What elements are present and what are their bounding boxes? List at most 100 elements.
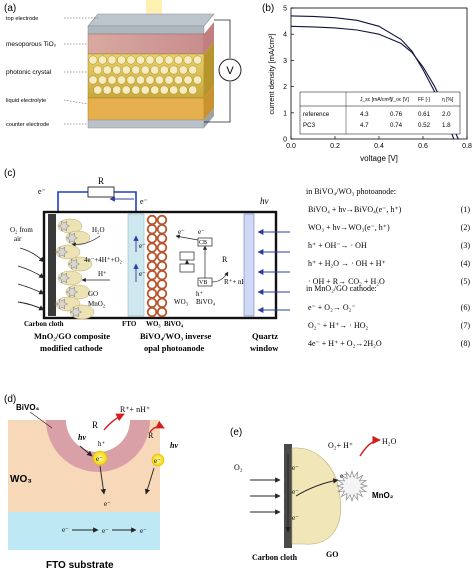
electron-label-anode-wire: e⁻ xyxy=(140,197,148,206)
cathode-caption-line1: MnO₂/GO composite xyxy=(34,331,110,341)
band-electron-label-2: e⁻ xyxy=(198,228,205,236)
opal-ring xyxy=(146,270,158,281)
layer-label-tio2: mesoporous TiO₂ xyxy=(6,41,57,48)
band-diagram xyxy=(175,234,229,287)
pc-sphere xyxy=(93,65,103,75)
resistor-label: R xyxy=(98,176,104,186)
electron-label-d5: e⁻ xyxy=(102,527,109,535)
electron-label-d4: e⁻ xyxy=(62,526,69,534)
carbon-cloth-label: Carbon cloth xyxy=(24,320,64,328)
y-tick-label: 1 xyxy=(283,110,287,117)
reaction-equations: in BiVO₄/WO₃ photoanode: BiVO₄ + hν→BiVO… xyxy=(306,187,470,348)
opal-ring xyxy=(146,279,158,290)
x-tick-label: 0.4 xyxy=(374,143,384,150)
electron-label-cathode-wire: e⁻ xyxy=(38,187,46,196)
table-header: FF [-] xyxy=(418,97,431,103)
table-cell: 1.8 xyxy=(442,122,451,129)
pc-sphere xyxy=(145,55,155,65)
table-cell: 4.7 xyxy=(360,122,369,129)
opal-ring xyxy=(156,233,168,244)
x-tick-label: 0.2 xyxy=(330,143,340,150)
equation-number-7: (7) xyxy=(461,321,471,330)
meter-wire-bottom xyxy=(204,82,231,123)
equation-number-2: (2) xyxy=(461,223,471,232)
electron-label-d3: e⁻ xyxy=(104,500,111,508)
equation-2: WO₃ + hν→WO₃(e⁻, h⁺) xyxy=(308,223,390,232)
opal-ring xyxy=(156,214,168,226)
panel-a: (a) top electrode mesoporous TiO₂ photon… xyxy=(4,0,242,129)
table-cell: PC3 xyxy=(303,122,316,129)
pc-sphere xyxy=(102,65,112,75)
pc-sphere xyxy=(102,85,112,95)
layer-label-electrolyte: liquid electrolyte xyxy=(6,98,46,104)
band-wo3-label: WO₃ xyxy=(174,298,189,306)
quartz-window xyxy=(243,213,255,317)
h2o-product-arrow xyxy=(359,435,381,457)
cathode-reaction-label: 4e⁻+4H⁺+O₂ xyxy=(84,256,123,264)
pore-void xyxy=(66,420,130,452)
opal-ring xyxy=(146,306,158,318)
pc-sphere xyxy=(112,85,122,95)
pc-sphere xyxy=(107,75,117,85)
pc-sphere xyxy=(107,55,117,65)
anode-caption-line1: BiVO₄/WO₃ inverse xyxy=(140,331,211,341)
opal-ring xyxy=(146,251,158,262)
electron-label-e3: e⁻ xyxy=(292,514,299,522)
pc-sphere xyxy=(155,55,164,65)
layer-label-photonic-crystal: photonic crystal xyxy=(6,69,52,76)
pc-sphere xyxy=(188,85,198,95)
meter-wire-top xyxy=(214,19,231,58)
hv-label-d1: hν xyxy=(78,433,86,442)
panel-a-label: (a) xyxy=(4,3,16,14)
electron-label-e4: e⁻ xyxy=(340,472,347,480)
pc-sphere xyxy=(121,85,131,95)
mno2-particle-icon xyxy=(55,246,69,258)
pc-sphere xyxy=(193,55,202,65)
pc-sphere xyxy=(188,65,198,75)
pc-sphere xyxy=(121,65,131,75)
y-tick-label: 3 xyxy=(283,58,287,65)
opal-ring xyxy=(156,242,168,253)
table-cell: 4.3 xyxy=(360,111,369,118)
fto-label: FTO xyxy=(122,320,137,328)
mno2-particle-icon xyxy=(67,258,81,270)
mno2-particle-icon xyxy=(57,272,71,284)
equation-number-6: (6) xyxy=(461,303,471,312)
band-bivo4-label: BiVO₄ xyxy=(196,298,216,306)
h2o-arrow xyxy=(71,235,101,247)
reactant-r-d: R xyxy=(92,420,98,430)
layer-leader-lines xyxy=(63,17,98,125)
cathode-equations-title: in MnO₂/GO cathode: xyxy=(306,284,377,293)
opal-ring xyxy=(146,297,158,309)
oxidation-product-label: R⁺+ nH⁺ xyxy=(224,278,251,286)
pc-sphere xyxy=(164,75,174,85)
equation-7: O₂⁻ + H⁺→ · HO₂ xyxy=(308,321,369,330)
pc-sphere xyxy=(164,55,174,65)
opal-ring xyxy=(156,260,168,272)
reactant-r-label: R xyxy=(222,255,228,264)
bivo4-label-d: BiVO₄ xyxy=(16,403,40,412)
cathode-caption-line2: modified cathode xyxy=(40,343,103,353)
light-hv-label: hν xyxy=(260,196,269,206)
o2-arrows-e xyxy=(250,454,339,533)
hole-label-d: h⁺ xyxy=(98,440,106,448)
bivo4-label: BiVO₄ xyxy=(164,320,184,328)
pc-sphere xyxy=(155,75,164,85)
mno2-label-e: MnO₂ xyxy=(372,491,394,500)
inverse-opal-rings xyxy=(146,214,168,318)
electron-label-fto-upper: e⁻ xyxy=(139,242,146,250)
pc-sphere xyxy=(126,75,136,85)
table-cell: 0.61 xyxy=(418,111,431,118)
table-cell: 2.0 xyxy=(442,111,451,118)
pc-sphere xyxy=(174,75,183,85)
hv-label-d2: hν xyxy=(170,441,178,450)
electron-label-fto-lower: e⁻ xyxy=(139,270,146,278)
pc-sphere xyxy=(150,85,160,95)
circuit-wire-left xyxy=(57,191,88,212)
pc-sphere xyxy=(136,75,145,85)
table-header: J_sc [mA/cm²] xyxy=(360,97,392,103)
vb-label: VB xyxy=(199,280,207,286)
pc-sphere xyxy=(131,85,141,95)
